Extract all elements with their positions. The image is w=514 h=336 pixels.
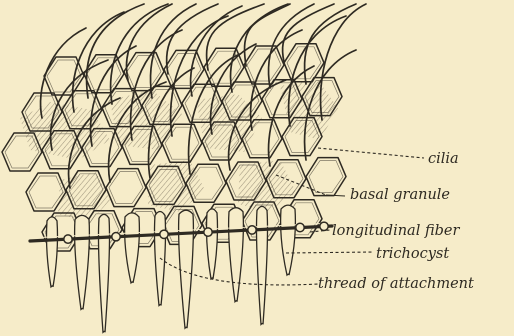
label-trichocyst: trichocyst <box>376 246 449 262</box>
trichocyst-shape <box>47 217 58 287</box>
basal-granule-dot <box>296 223 304 231</box>
trichocyst-shape <box>179 210 194 328</box>
cilium <box>73 12 124 112</box>
basal-granule-dot <box>248 226 256 234</box>
trichocyst-shape <box>207 209 218 279</box>
mesh-cell-inner <box>87 58 121 90</box>
label-thread-of-attachment: thread of attachment <box>318 276 474 292</box>
mesh-cell <box>204 48 244 86</box>
trichocyst-shape <box>281 205 296 275</box>
basal-granule-dot <box>204 228 212 236</box>
label-longitudinal-fiber: longitudinal fiber <box>332 223 460 239</box>
trichocyst-shape <box>75 215 90 309</box>
mesh-cell-inner <box>127 56 161 88</box>
cilium <box>87 4 144 98</box>
trichocyst-shape <box>257 206 268 324</box>
basal-granule-dot <box>320 222 328 230</box>
trichocyst-shape <box>99 214 110 332</box>
basal-granule-dot <box>64 235 72 243</box>
mesh-cell-inner <box>167 53 201 85</box>
mesh-cell-inner <box>29 176 63 208</box>
trichocyst-shapes <box>47 205 296 332</box>
mesh-cell <box>2 133 42 171</box>
mesh-cell-inner <box>247 49 281 81</box>
cilium <box>207 4 264 70</box>
mesh-cell <box>84 55 124 93</box>
basal-granule-dot <box>112 233 120 241</box>
trichocyst-shape <box>125 213 140 283</box>
label-basal-granule: basal granule <box>350 187 450 203</box>
mesh-cell <box>106 169 146 207</box>
label-cilia: cilia <box>428 151 459 167</box>
mesh-cell-inner <box>109 172 143 204</box>
mesh-cell-inner <box>309 161 343 193</box>
mesh-cell-inner <box>47 60 81 92</box>
mesh-cell <box>244 46 284 84</box>
basal-granule-dot <box>160 230 168 238</box>
trichocyst-shape <box>229 208 244 302</box>
cilium <box>231 4 288 92</box>
mesh-cell-inner <box>5 136 39 168</box>
